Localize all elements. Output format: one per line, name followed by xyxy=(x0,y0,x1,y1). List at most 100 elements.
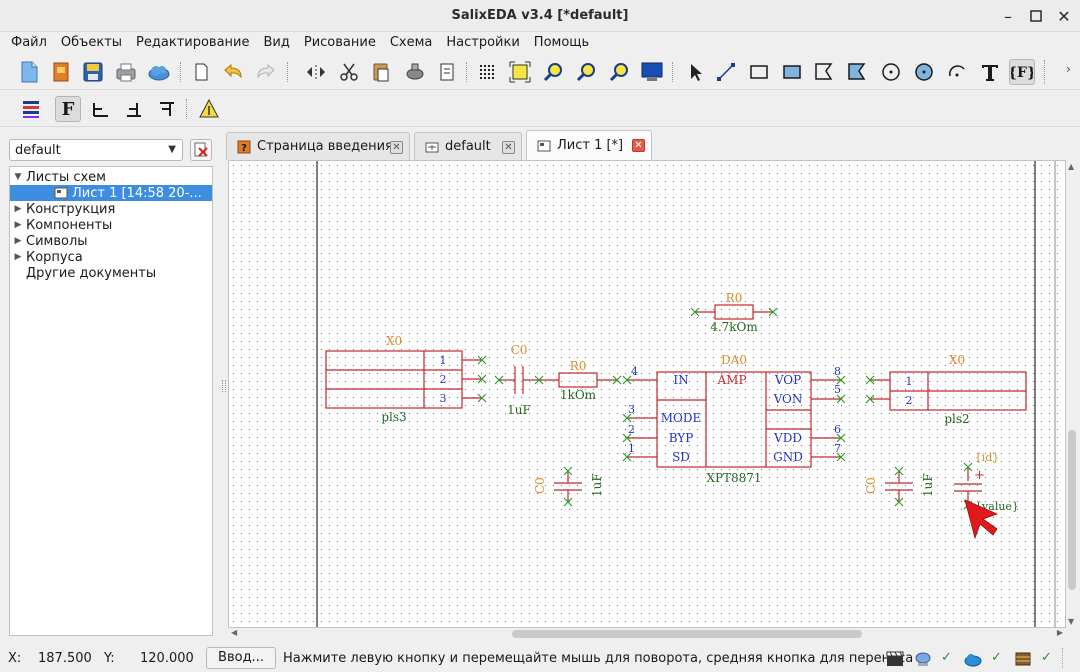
resistor-r0-top[interactable]: R0 4.7kOm xyxy=(695,291,773,334)
horizontal-scroll-thumb[interactable] xyxy=(512,630,862,638)
menu-view[interactable]: Вид xyxy=(263,34,290,50)
tree-item-symbols[interactable]: ▶ Символы xyxy=(10,233,212,249)
zoom-fit-icon[interactable] xyxy=(606,59,632,85)
menu-draw[interactable]: Рисование xyxy=(303,34,376,50)
capacitor-c0-bottom-left[interactable]: C0 1uF xyxy=(533,471,604,502)
splitter-handle[interactable] xyxy=(222,380,226,392)
menu-settings[interactable]: Настройки xyxy=(446,34,520,50)
scroll-right-icon[interactable]: ▶ xyxy=(1056,628,1063,637)
minimize-icon[interactable]: – xyxy=(1004,6,1012,26)
tree-item-other-docs[interactable]: Другие документы xyxy=(10,265,212,281)
warning-icon[interactable] xyxy=(196,96,222,122)
delete-project-button[interactable] xyxy=(190,139,212,161)
new-file-icon[interactable] xyxy=(16,59,42,85)
network-icon[interactable] xyxy=(912,648,934,670)
input-button[interactable]: Ввод... xyxy=(206,647,276,669)
align-right-icon[interactable] xyxy=(121,96,147,122)
secondary-toolbar: F xyxy=(0,91,1080,127)
expand-arrow-icon[interactable]: ▶ xyxy=(14,204,22,214)
expand-arrow-icon[interactable]: ▶ xyxy=(14,220,22,230)
pin-num: 2 xyxy=(440,373,447,386)
menu-file[interactable]: Файл xyxy=(11,34,47,50)
arc-icon[interactable] xyxy=(944,59,970,85)
close-icon[interactable]: ✕ xyxy=(1057,6,1071,26)
menu-objects[interactable]: Объекты xyxy=(60,34,123,50)
cloud-sync-icon[interactable] xyxy=(962,648,984,670)
list-icon[interactable] xyxy=(434,59,460,85)
library-icon[interactable] xyxy=(402,59,428,85)
expand-arrow-icon[interactable]: ▶ xyxy=(14,252,22,262)
tab-default[interactable]: default ✕ xyxy=(414,132,522,160)
line-icon[interactable] xyxy=(713,59,739,85)
project-icon[interactable] xyxy=(48,59,74,85)
tree-item-sheet-1[interactable]: Лист 1 [14:58 20-... xyxy=(10,185,212,201)
svg-text:{F}: {F} xyxy=(1011,65,1033,81)
amplifier-da0[interactable]: DA0 AMP IN MODE BYP SD VOP VON VDD GND 4 xyxy=(627,353,841,485)
layers-icon[interactable] xyxy=(18,96,44,122)
maximize-icon[interactable] xyxy=(1024,4,1048,28)
filled-rect-icon[interactable] xyxy=(779,59,805,85)
zoom-out-icon[interactable] xyxy=(573,59,599,85)
field-icon[interactable]: {F} xyxy=(1009,59,1035,85)
capacitor-c0-top[interactable]: C0 1uF xyxy=(499,343,539,417)
menu-edit[interactable]: Редактирование xyxy=(136,34,250,50)
undo-icon[interactable] xyxy=(220,59,246,85)
resistor-r0-mid[interactable]: R0 1kOm xyxy=(539,359,617,402)
menu-schematic[interactable]: Схема xyxy=(389,34,433,50)
menu-help[interactable]: Помощь xyxy=(533,34,590,50)
ref-label: DA0 xyxy=(721,353,747,367)
save-icon[interactable] xyxy=(80,59,106,85)
pin-num: 4 xyxy=(631,365,638,378)
font-bold-icon[interactable]: F xyxy=(55,96,81,122)
expand-arrow-icon[interactable]: ▶ xyxy=(14,236,22,246)
monitor-icon[interactable] xyxy=(639,59,665,85)
tree-item-packages[interactable]: ▶ Корпуса xyxy=(10,249,212,265)
expand-arrow-icon[interactable]: ▼ xyxy=(14,172,22,182)
tree-item-components[interactable]: ▶ Компоненты xyxy=(10,217,212,233)
capacitor-c0-bottom-right[interactable]: C0 1uF xyxy=(864,471,935,502)
copy-page-icon[interactable] xyxy=(188,59,214,85)
print-icon[interactable] xyxy=(113,59,139,85)
scroll-up-icon[interactable]: ▲ xyxy=(1068,162,1075,171)
connector-x0-left[interactable]: X0 1 2 3 pls3 xyxy=(325,334,482,424)
close-tab-icon[interactable]: ✕ xyxy=(502,141,515,154)
select-arrow-icon[interactable] xyxy=(682,59,708,85)
mirror-icon[interactable] xyxy=(303,59,329,85)
fit-icon[interactable] xyxy=(507,59,533,85)
horizontal-scrollbar[interactable]: ◀ ▶ xyxy=(228,628,1066,640)
tab-sheet-1[interactable]: Лист 1 [*] ✕ xyxy=(526,130,652,160)
tree-item-sheets[interactable]: ▼ Листы схем xyxy=(10,169,212,185)
scroll-left-icon[interactable]: ◀ xyxy=(231,628,238,637)
archive-icon[interactable] xyxy=(1012,648,1034,670)
toolbar-extension-icon[interactable]: › xyxy=(1066,62,1071,76)
scroll-down-icon[interactable]: ▼ xyxy=(1068,617,1075,626)
close-tab-icon[interactable]: ✕ xyxy=(390,141,403,154)
align-bottom-icon[interactable] xyxy=(88,96,114,122)
resize-grip[interactable] xyxy=(1062,648,1076,668)
tab-intro[interactable]: ? Страница введения ✕ xyxy=(226,132,410,160)
left-panel: default ▼ ▼ Листы схем Лист 1 [14:58 20-… xyxy=(6,134,216,638)
filled-polygon-icon[interactable] xyxy=(844,59,870,85)
schematic-canvas[interactable]: X0 1 2 3 pls3 C0 1uF R0 xyxy=(228,160,1066,628)
zoom-in-icon[interactable] xyxy=(540,59,566,85)
close-tab-icon[interactable]: ✕ xyxy=(632,139,645,152)
redo-icon[interactable] xyxy=(253,59,279,85)
text-icon[interactable] xyxy=(977,59,1003,85)
filled-circle-icon[interactable] xyxy=(911,59,937,85)
vertical-scrollbar[interactable]: ▲ ▼ xyxy=(1066,160,1078,628)
circle-icon[interactable] xyxy=(878,59,904,85)
grid-icon[interactable] xyxy=(474,59,500,85)
align-top-icon[interactable] xyxy=(154,96,180,122)
cut-icon[interactable] xyxy=(336,59,362,85)
vertical-scroll-thumb[interactable] xyxy=(1068,430,1076,590)
cloud-icon[interactable] xyxy=(146,59,172,85)
tree-item-construction[interactable]: ▶ Конструкция xyxy=(10,201,212,217)
clapper-icon[interactable] xyxy=(884,648,906,670)
polygon-icon[interactable] xyxy=(811,59,837,85)
paste-icon[interactable] xyxy=(368,59,394,85)
rect-icon[interactable] xyxy=(746,59,772,85)
value-label: 1uF xyxy=(590,473,604,497)
project-combo[interactable]: default ▼ xyxy=(9,139,183,161)
connector-x0-right[interactable]: X0 1 2 pls2 xyxy=(870,353,1027,426)
connection-marker xyxy=(612,375,622,385)
